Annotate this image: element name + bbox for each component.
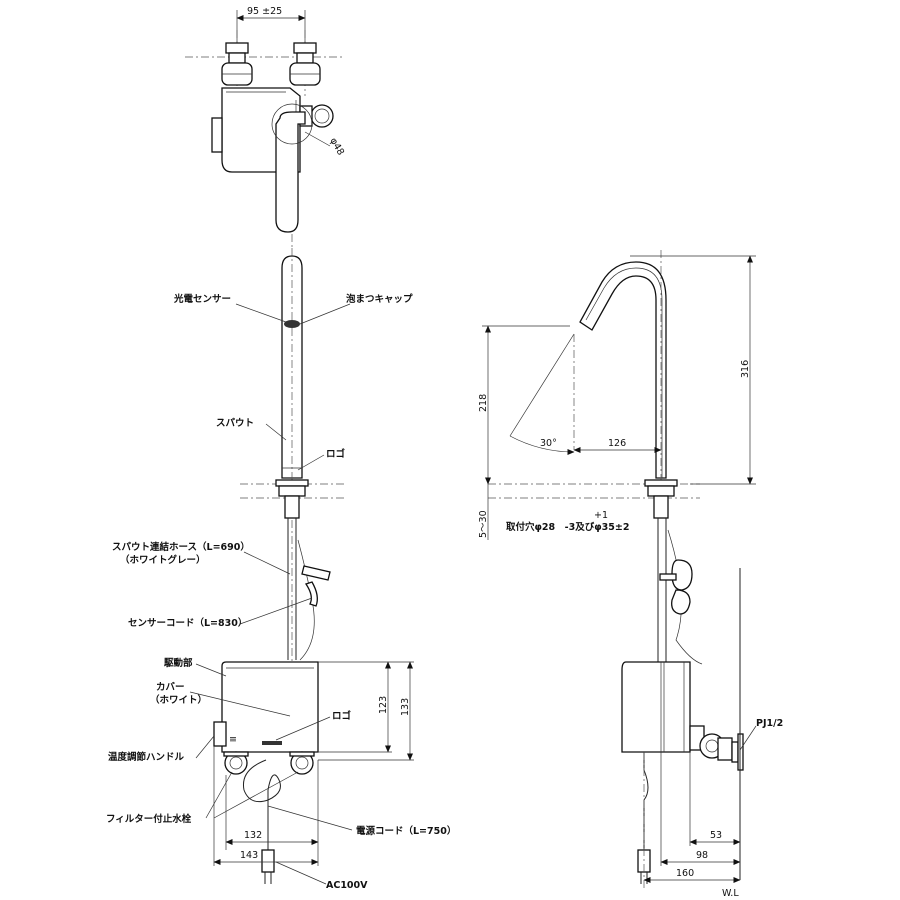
dim-angle: 30° <box>540 438 557 449</box>
front-valves <box>223 751 315 775</box>
label-temp-handle: 温度調節ハンドル <box>108 751 185 763</box>
dim-5-30: 5～30 <box>478 510 489 538</box>
unit-logo-mark <box>262 741 282 745</box>
label-cover-color: （ホワイト） <box>150 694 207 706</box>
left-valve <box>221 42 253 86</box>
mount-hole-note: 取付穴φ28 -3及びφ35±2 <box>506 521 629 533</box>
label-foam-cap: 泡まつキャップ <box>346 293 413 305</box>
dim-133: 133 <box>400 698 411 716</box>
dim-160: 160 <box>676 868 694 879</box>
dim-123: 123 <box>378 696 389 714</box>
mount-hole-superscript: +1 <box>594 510 608 521</box>
spout-side <box>579 261 667 479</box>
label-spout: スパウト <box>216 417 254 429</box>
label-drive-unit: 駆動部 <box>163 657 193 669</box>
front-view: ≡ 光電センサー 泡まつキャップ ス <box>106 248 456 891</box>
dim-98: 98 <box>696 850 708 861</box>
label-hose: スパウト連結ホース（L=690） <box>112 541 250 553</box>
right-valve <box>289 42 321 86</box>
label-cover: カバー <box>156 681 185 693</box>
temp-marker: ≡ <box>229 734 237 745</box>
dim-132: 132 <box>244 830 262 841</box>
label-logo-unit: ロゴ <box>332 710 352 722</box>
drive-unit-body <box>221 661 319 753</box>
temp-handle-front <box>213 721 227 747</box>
label-filter-valve: フィルター付止水栓 <box>106 813 192 825</box>
drive-unit-side <box>621 661 691 753</box>
side-cord-clip <box>671 559 693 591</box>
temp-handle-top <box>211 117 223 153</box>
label-hose-color: （ホワイトグレー） <box>120 554 206 566</box>
dim-53: 53 <box>710 830 722 841</box>
label-pj: PJ1/2 <box>756 718 783 729</box>
label-power-cord: 電源コード（L=750） <box>356 825 456 837</box>
dim-316: 316 <box>740 360 751 378</box>
side-view: 30° 126 218 5～30 316 +1 取付穴φ28 -3及びφ35±2 <box>478 250 783 899</box>
dim-spacing-95: 95 ±25 <box>247 6 282 17</box>
label-sensor-cord: センサーコード（L=830） <box>128 617 247 629</box>
label-sensor: 光電センサー <box>173 293 231 305</box>
top-view: 95 ±25 φ48 <box>185 6 346 250</box>
label-logo-top: ロゴ <box>326 448 346 460</box>
plug-icon <box>261 849 275 873</box>
label-ac: AC100V <box>326 880 368 891</box>
sensor-window-icon <box>284 320 300 328</box>
dim-143: 143 <box>240 850 258 861</box>
inlet-fitting <box>689 725 744 771</box>
dim-218: 218 <box>478 394 489 412</box>
gear-knob-icon <box>310 104 334 128</box>
label-wl: W.L <box>722 888 739 899</box>
cord-clip <box>301 565 331 607</box>
dim-126: 126 <box>608 438 626 449</box>
dim-diameter-48: φ48 <box>327 136 346 157</box>
